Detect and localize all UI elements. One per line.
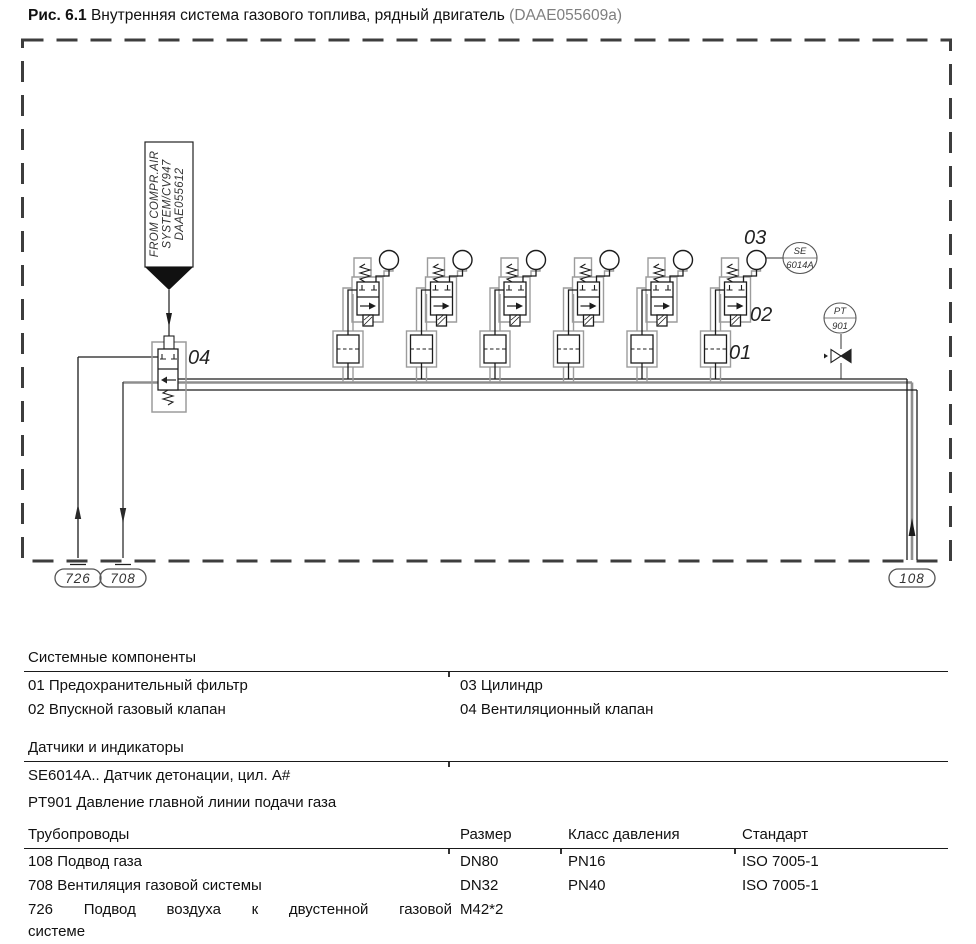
source-banner: FROM COMPR.AIR SYSTEM/CV947 DAAE055612 <box>144 141 194 341</box>
figure-doc-code: (DAAE055609a) <box>509 7 623 24</box>
knock-sensor-tag-bottom: 6014A <box>786 260 813 271</box>
column-tick <box>734 849 736 854</box>
component-item: 04 Вентиляционный клапан <box>460 701 654 718</box>
pipe-class <box>568 901 742 940</box>
banner-line-3: DAAE055612 <box>174 167 186 240</box>
vent-valve-04 <box>151 335 187 413</box>
pipes-heading: Трубопроводы <box>28 826 130 843</box>
pipe-row-708: 708 Вентиляция газовой системы DN32 PN40… <box>28 877 948 894</box>
vent-valve-label: 04 <box>188 347 210 369</box>
column-tick <box>448 762 450 767</box>
component-item: 02 Впускной газовый клапан <box>28 701 226 718</box>
system-boundary-border <box>21 38 952 563</box>
left-connections <box>70 356 160 566</box>
pipe-tag-708: 708 <box>110 571 136 586</box>
pipe-size: DN32 <box>460 877 499 894</box>
pipe-size: DN80 <box>460 853 499 870</box>
pipe-name-line2: системе <box>28 923 86 940</box>
pipes-header-row: Трубопроводы Размер Класс давления Станд… <box>28 826 948 843</box>
pipe-standard: ISO 7005-1 <box>742 877 819 894</box>
pipe-tag-726: 726 <box>65 571 91 586</box>
arrow-down-icon <box>166 313 172 327</box>
column-tick <box>560 849 562 854</box>
cylinder-unit-1 <box>332 249 400 383</box>
banner-triangle-icon <box>145 267 193 290</box>
pipe-standard: ISO 7005-1 <box>742 853 819 870</box>
rule <box>24 761 948 762</box>
pipe-class: PN40 <box>568 877 606 894</box>
rule <box>24 671 948 672</box>
pressure-sensor-assembly: PT 901 <box>823 302 857 379</box>
outer-pipe-lines <box>160 378 918 560</box>
components-row: 01 Предохранительный фильтр 03 Цилиндр <box>28 677 948 694</box>
gas-fuel-system-diagram: FROM COMPR.AIR SYSTEM/CV947 DAAE055612 0… <box>21 38 952 588</box>
pipes-col-standard: Стандарт <box>742 826 809 843</box>
rule <box>24 848 948 849</box>
sensors-heading: Датчики и индикаторы <box>28 739 184 756</box>
component-item: 03 Цилиндр <box>460 677 543 694</box>
pipes-col-size: Размер <box>460 826 512 843</box>
cylinder-unit-5 <box>626 249 694 383</box>
knock-sensor-tag-top: SE <box>794 246 807 257</box>
banner-line-1: FROM COMPR.AIR <box>149 151 161 257</box>
main-pipe <box>123 378 918 560</box>
pipe-name: 108 Подвод газа <box>28 853 143 870</box>
cylinder-unit-3 <box>479 249 547 383</box>
pressure-sensor-tag-bottom: 901 <box>832 321 848 332</box>
sensor-item: SE6014A.. Датчик детонации, цил. A# <box>28 767 291 784</box>
spring-icon <box>161 389 175 406</box>
components-row: 02 Впускной газовый клапан 04 Вентиляцио… <box>28 701 948 718</box>
arrow-down-icon <box>119 508 127 523</box>
arrow-up-icon <box>908 518 916 536</box>
figure-number: Рис. 6.1 <box>28 7 87 24</box>
pipe-tag-108: 108 <box>899 571 925 586</box>
component-item: 01 Предохранительный фильтр <box>28 677 248 694</box>
pipe-tags: 726 708 108 <box>54 568 936 588</box>
cylinder-unit-4 <box>552 249 620 383</box>
flow-arrow-icon <box>161 376 167 384</box>
pipe-size: M42*2 <box>460 901 504 918</box>
pipe-row-726: 726 Подвод воздуха к двустенной газовой … <box>28 901 948 940</box>
pipes-col-class: Класс давления <box>568 826 680 843</box>
pressure-sensor-tag-top: PT <box>834 306 847 317</box>
shutoff-valve-icon <box>830 348 843 364</box>
sensor-item: PT901 Давление главной линии подачи газа <box>28 794 337 811</box>
pipe-class: PN16 <box>568 853 606 870</box>
cylinder-label: 03 <box>744 227 766 249</box>
protective-filter-label: 01 <box>729 342 751 364</box>
knock-sensor-bubble: SE 6014A <box>766 241 818 275</box>
arrow-up-icon <box>74 504 82 519</box>
pipe-row-108: 108 Подвод газа DN80 PN16 ISO 7005-1 <box>28 853 948 870</box>
pipe-name: 726 Подвод воздуха к двустенной газовой … <box>28 901 460 940</box>
banner-line-2: SYSTEM/CV947 <box>162 159 174 249</box>
pipe-name-line1: 726 Подвод воздуха к двустенной газовой <box>28 901 452 918</box>
cylinder-unit-2 <box>405 249 473 383</box>
figure-caption: Внутренняя система газового топлива, ряд… <box>86 7 510 24</box>
pipe-standard <box>742 901 948 940</box>
column-tick <box>448 672 450 677</box>
pipe-name: 708 Вентиляция газовой системы <box>28 877 262 894</box>
gas-valve-label: 02 <box>750 304 772 326</box>
figure-title: Рис. 6.1 Внутренняя система газового топ… <box>28 7 622 25</box>
column-tick <box>448 849 450 854</box>
inner-pipe-line <box>123 381 914 560</box>
components-heading: Системные компоненты <box>28 649 197 666</box>
